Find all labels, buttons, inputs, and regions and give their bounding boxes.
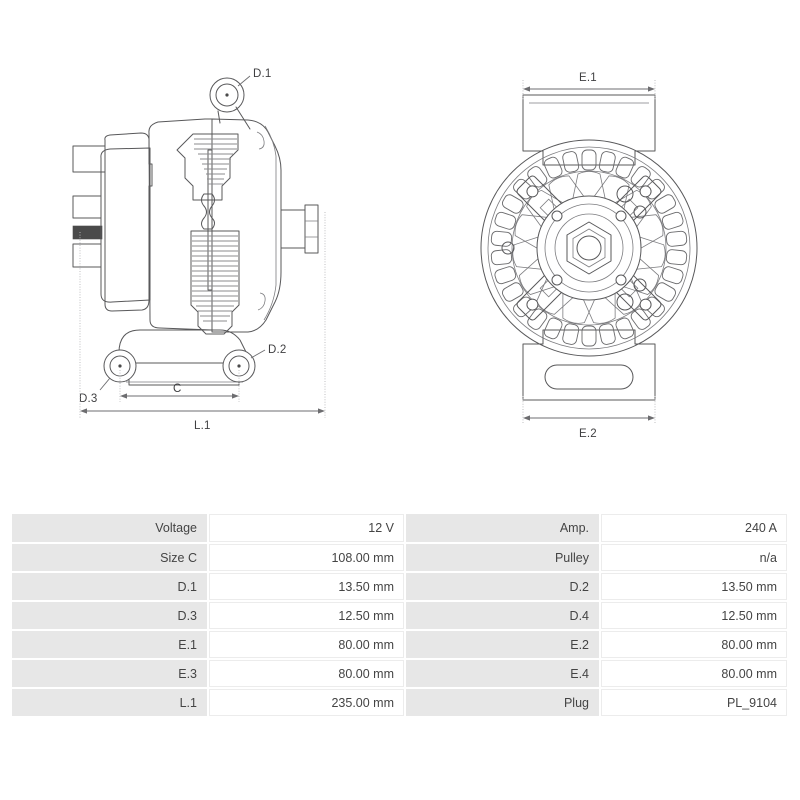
alternator-side-view: D.1 D.2 D.3 C L.1 [72, 68, 326, 432]
alternator-front-view: E.1 E.2 [480, 72, 698, 440]
mount-slot [544, 364, 634, 390]
spec-value: 80.00 mm [600, 659, 789, 689]
terminal-block [72, 225, 103, 240]
spec-label: E.1 [12, 630, 209, 660]
spec-value: 12.50 mm [600, 601, 789, 631]
label-d2: D.2 [268, 344, 287, 356]
spec-label: L.1 [12, 688, 209, 718]
spec-value: 80.00 mm [208, 630, 406, 660]
spec-label: Amp. [405, 514, 601, 544]
spec-value: PL_9104 [600, 688, 789, 718]
table-row: Voltage 12 V Amp. 240 A [12, 514, 789, 544]
spec-value: 235.00 mm [208, 688, 406, 718]
mount-boss-d1-inner [215, 83, 239, 107]
spec-value: 80.00 mm [208, 659, 406, 689]
leader-d2 [250, 349, 266, 359]
label-d3: D.3 [79, 393, 98, 405]
spec-label: D.2 [405, 572, 601, 602]
spec-label: Pulley [405, 543, 601, 573]
shaft-hex-nut [566, 221, 612, 275]
spec-label: Voltage [12, 514, 209, 544]
technical-drawings: D.1 D.2 D.3 C L.1 [72, 68, 698, 440]
spec-value: 13.50 mm [600, 572, 789, 602]
spec-value: 80.00 mm [600, 630, 789, 660]
table-row: E.1 80.00 mm E.2 80.00 mm [12, 630, 789, 660]
spec-label: Plug [405, 688, 601, 718]
spec-label: E.3 [12, 659, 209, 689]
label-c: C [173, 383, 182, 395]
table-row: E.3 80.00 mm E.4 80.00 mm [12, 659, 789, 689]
leader-d3 [99, 377, 111, 391]
spec-label: E.2 [405, 630, 601, 660]
spec-label: E.4 [405, 659, 601, 689]
table-row: D.3 12.50 mm D.4 12.50 mm [12, 601, 789, 631]
spec-label: D.3 [12, 601, 209, 631]
spec-value: n/a [600, 543, 789, 573]
alternator-body-outline [480, 139, 698, 357]
table-row: Size C 108.00 mm Pulley n/a [12, 543, 789, 573]
spec-label: D.4 [405, 601, 601, 631]
spec-label: Size C [12, 543, 209, 573]
table-row: L.1 235.00 mm Plug PL_9104 [12, 688, 789, 718]
table-row: D.1 13.50 mm D.2 13.50 mm [12, 572, 789, 602]
specification-table: Voltage 12 V Amp. 240 A Size C 108.00 mm… [12, 514, 789, 718]
spec-value: 12.50 mm [208, 601, 406, 631]
spec-label: D.1 [12, 572, 209, 602]
spec-value: 12 V [208, 514, 406, 544]
label-e1: E.1 [579, 72, 597, 84]
spec-value: 108.00 mm [208, 543, 406, 573]
spec-value: 13.50 mm [208, 572, 406, 602]
leader-d1 [237, 75, 251, 87]
specification-table-body: Voltage 12 V Amp. 240 A Size C 108.00 mm… [12, 514, 789, 718]
label-d1: D.1 [253, 68, 272, 80]
spec-value: 240 A [600, 514, 789, 544]
label-e2: E.2 [579, 428, 597, 440]
hub-plate [536, 195, 642, 301]
label-l1: L.1 [194, 420, 211, 432]
